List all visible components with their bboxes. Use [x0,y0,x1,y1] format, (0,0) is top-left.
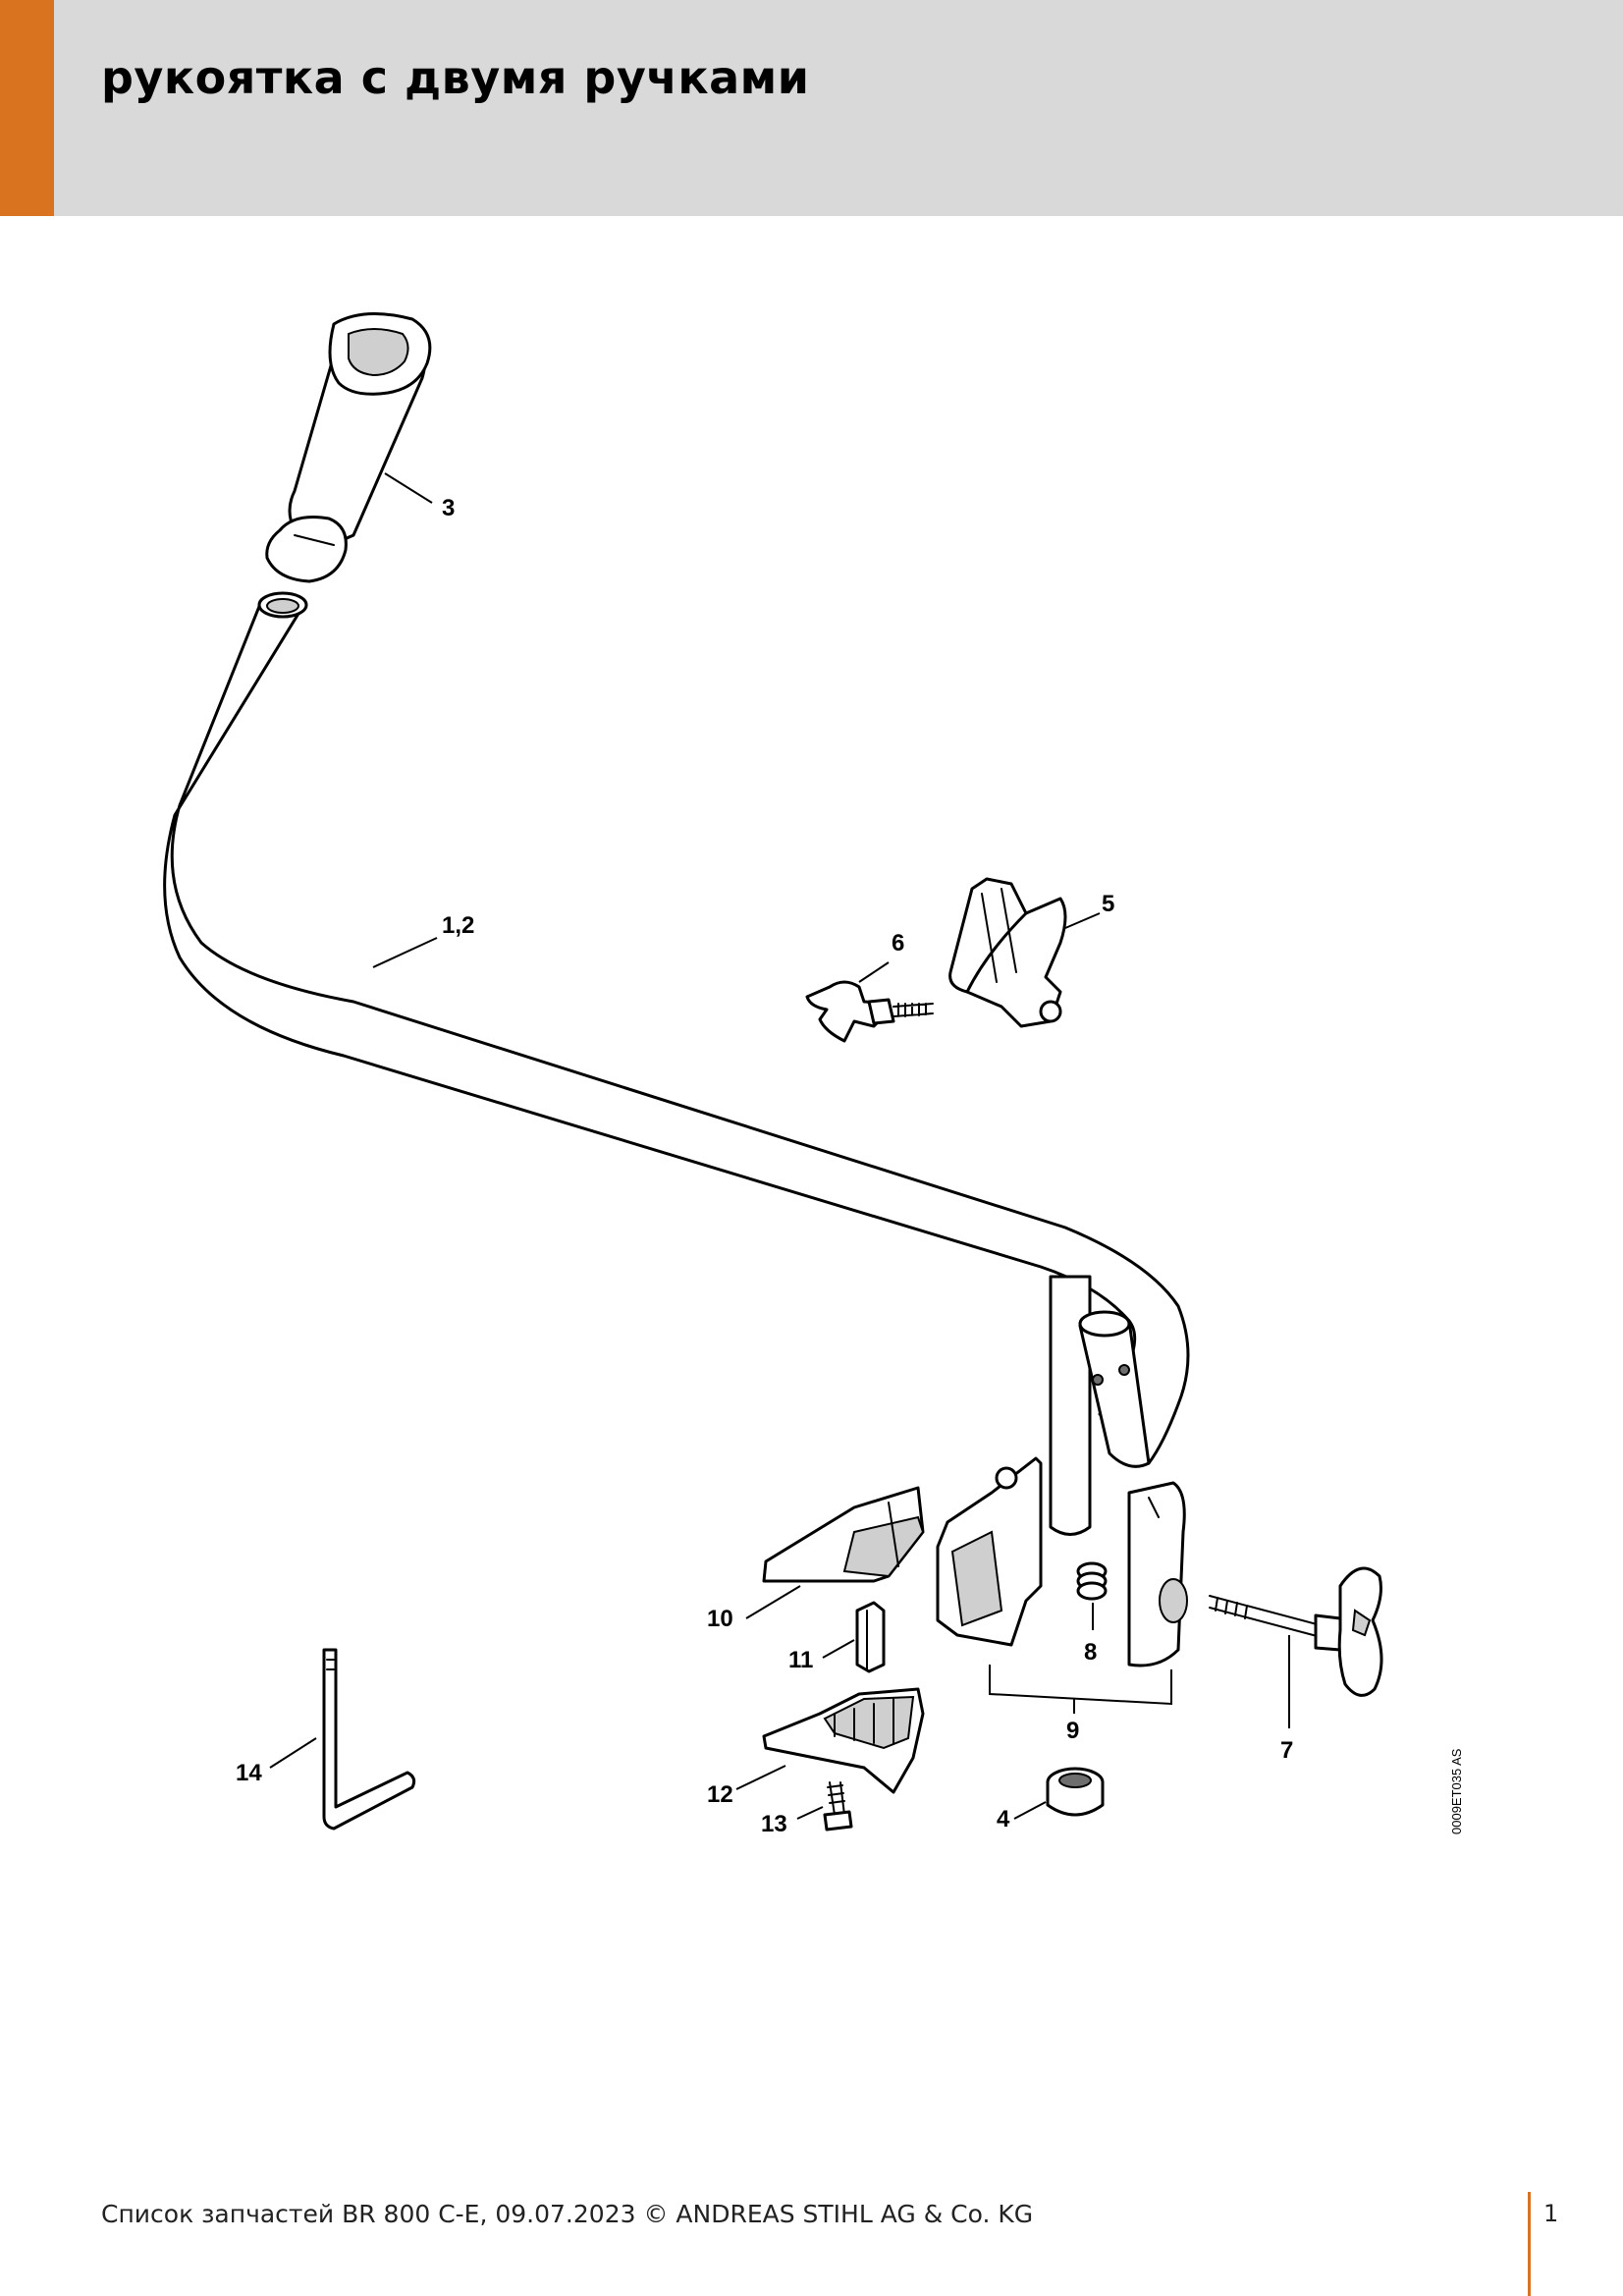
callout-4: 4 [997,1806,1010,1832]
spring-part-8 [1076,1561,1108,1601]
callout-6: 6 [892,930,904,957]
clamp-bracket-part-5 [948,877,1067,1028]
footer-divider [1528,2192,1531,2296]
plug-part-4 [1046,1767,1105,1817]
callout-12: 12 [707,1781,733,1808]
handlebar-tube-part-1-2 [163,591,1190,1465]
callout-8: 8 [1084,1639,1097,1666]
star-knob-screw-part-6 [805,980,934,1043]
bottom-cover-part-12 [762,1687,925,1794]
callout-10: 10 [707,1606,733,1632]
footer-copyright: Список запчастей BR 800 C-E, 09.07.2023 … [101,2200,1034,2228]
hex-key-part-14 [322,1648,416,1831]
t-knob-bolt-part-7 [1209,1566,1383,1697]
drawing-code: 0009ET035 AS [1449,1748,1464,1834]
clamp-housing-part-9 [936,1456,1188,1667]
callout-1-2: 1,2 [442,912,474,939]
header-accent-bar [0,0,54,216]
grip-part-3 [265,312,432,583]
screw-part-13 [823,1781,853,1831]
top-cover-part-10 [762,1486,925,1583]
callout-11: 11 [788,1647,813,1673]
callout-14: 14 [236,1760,262,1786]
callout-13: 13 [761,1811,787,1837]
callout-5: 5 [1102,891,1114,917]
insert-part-11 [855,1601,886,1673]
page-number: 1 [1543,2200,1559,2227]
support-post [1049,1275,1151,1536]
callout-9: 9 [1066,1718,1079,1744]
page-header: рукоятка с двумя ручками [0,0,1623,216]
callout-3: 3 [442,495,455,521]
callout-7: 7 [1280,1737,1293,1764]
page-title: рукоятка с двумя ручками [101,51,810,104]
